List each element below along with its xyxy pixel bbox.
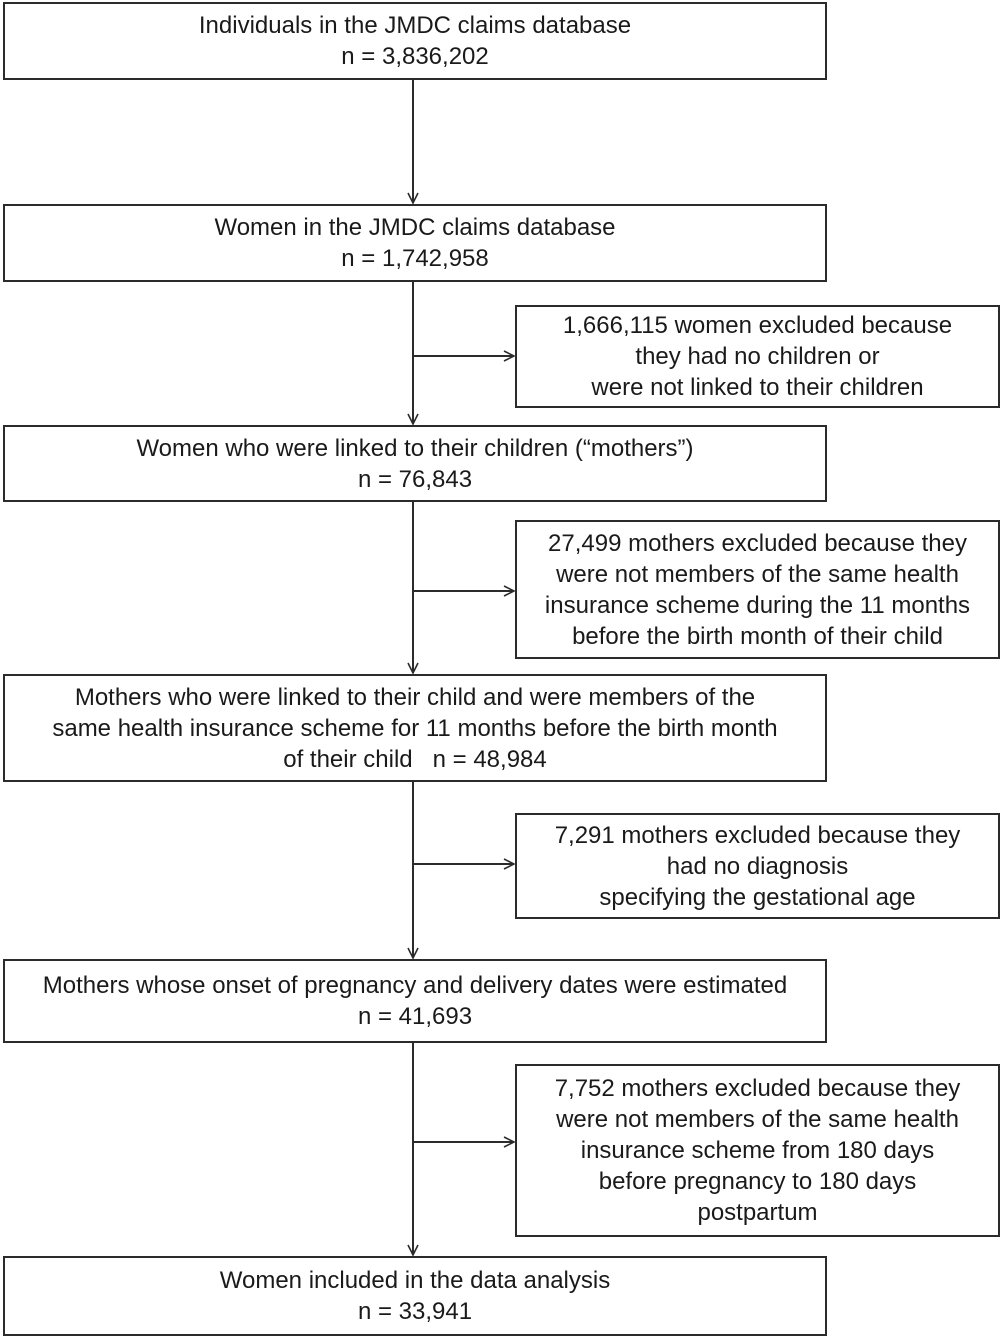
mothers-count: n = 76,843 bbox=[357, 465, 473, 493]
exclusion-1-line-3: were not linked to their children bbox=[591, 374, 924, 401]
linked-members-line-1: Mothers who were linked to their child a… bbox=[74, 683, 756, 711]
exclusion-4-line-2: were not members of the same health bbox=[556, 1106, 959, 1133]
exclusion-2-line-1: 27,499 mothers excluded because they bbox=[548, 529, 967, 557]
exclusion-4-line-1: 7,752 mothers excluded because they bbox=[554, 1075, 961, 1102]
women-title: Women in the JMDC claims database bbox=[214, 214, 616, 241]
exclusion-3-line-2: had no diagnosis bbox=[666, 852, 849, 880]
exclusion-1-box: 1,666,115 women excluded because they ha… bbox=[515, 305, 1000, 408]
exclusion-4-line-4: before pregnancy to 180 days bbox=[598, 1168, 917, 1195]
linked-members-box: Mothers who were linked to their child a… bbox=[3, 674, 827, 782]
estimated-count: n = 41,693 bbox=[357, 1003, 473, 1030]
mothers-box: Women who were linked to their children … bbox=[3, 425, 827, 502]
exclusion-3-line-3: specifying the gestational age bbox=[599, 883, 916, 911]
exclusion-2-box: 27,499 mothers excluded because they wer… bbox=[515, 520, 1000, 659]
exclusion-1-line-2: they had no children or bbox=[635, 343, 880, 370]
individuals-box: Individuals in the JMDC claims database … bbox=[3, 2, 827, 80]
exclusion-2-line-4: before the birth month of their child bbox=[572, 622, 943, 650]
exclusion-1-line-1: 1,666,115 women excluded because bbox=[562, 312, 953, 339]
exclusion-4-line-3: insurance scheme from 180 days bbox=[580, 1137, 935, 1164]
exclusion-4-box: 7,752 mothers excluded because they were… bbox=[515, 1064, 1000, 1237]
exclusion-4-line-5: postpartum bbox=[697, 1199, 818, 1226]
exclusion-3-box: 7,291 mothers excluded because they had … bbox=[515, 813, 1000, 919]
individuals-count: n = 3,836,202 bbox=[341, 43, 489, 70]
women-count: n = 1,742,958 bbox=[341, 245, 489, 272]
estimated-title: Mothers whose onset of pregnancy and del… bbox=[42, 972, 788, 999]
included-title: Women included in the data analysis bbox=[219, 1267, 611, 1294]
included-box: Women included in the data analysis n = … bbox=[3, 1256, 827, 1336]
individuals-title: Individuals in the JMDC claims database bbox=[198, 12, 632, 39]
exclusion-2-line-2: were not members of the same health bbox=[556, 560, 959, 588]
exclusion-3-line-1: 7,291 mothers excluded because they bbox=[554, 821, 961, 849]
included-count: n = 33,941 bbox=[357, 1298, 473, 1325]
estimated-box: Mothers whose onset of pregnancy and del… bbox=[3, 959, 827, 1043]
exclusion-2-line-3: insurance scheme during the 11 months bbox=[544, 591, 971, 619]
women-box: Women in the JMDC claims database n = 1,… bbox=[3, 204, 827, 282]
linked-members-line-3: of their child n = 48,984 bbox=[283, 745, 547, 773]
linked-members-line-2: same health insurance scheme for 11 mont… bbox=[52, 714, 778, 742]
mothers-title: Women who were linked to their children … bbox=[136, 434, 694, 462]
